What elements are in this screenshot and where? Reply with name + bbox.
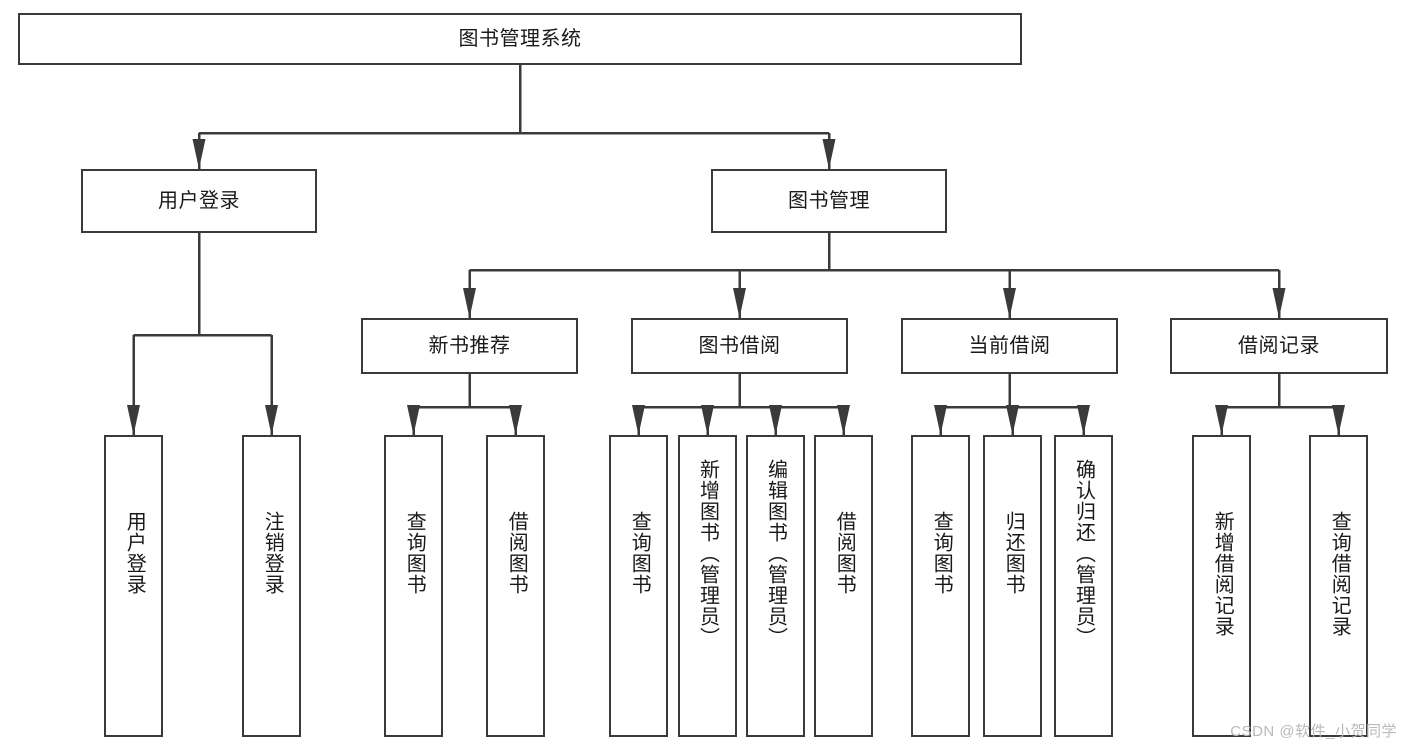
node-newbook[interactable]: 新书推荐 xyxy=(361,318,578,374)
node-label-l-logout: 注销登录 xyxy=(261,511,284,595)
node-login[interactable]: 用户登录 xyxy=(81,169,317,233)
node-l-bo-edit[interactable]: 编辑图书（管理员） xyxy=(746,435,805,737)
arrowhead-l-login xyxy=(127,405,140,435)
node-label-l-cu-confirm: 确认归还（管理员） xyxy=(1072,459,1095,648)
arrowhead-l-bo-lend xyxy=(837,405,850,435)
node-label-root: 图书管理系统 xyxy=(458,27,582,50)
arrowhead-newbook xyxy=(463,288,476,318)
node-label-l-bo-query: 查询图书 xyxy=(628,511,651,595)
node-label-newbook: 新书推荐 xyxy=(428,334,511,357)
arrowhead-l-logout xyxy=(265,405,278,435)
arrowhead-records xyxy=(1272,288,1286,318)
node-l-nb-query[interactable]: 查询图书 xyxy=(384,435,443,737)
node-l-nb-borrow[interactable]: 借阅图书 xyxy=(486,435,545,737)
arrowhead-l-re-add xyxy=(1215,405,1228,435)
node-label-records: 借阅记录 xyxy=(1238,334,1320,357)
node-l-re-query[interactable]: 查询借阅记录 xyxy=(1309,435,1368,737)
node-label-l-login: 用户登录 xyxy=(123,511,146,595)
arrowhead-l-nb-borrow xyxy=(509,405,522,435)
node-label-l-bo-edit: 编辑图书（管理员） xyxy=(764,459,787,648)
node-root[interactable]: 图书管理系统 xyxy=(18,13,1022,65)
node-l-re-add[interactable]: 新增借阅记录 xyxy=(1192,435,1251,737)
node-label-login: 用户登录 xyxy=(158,189,240,212)
node-l-login[interactable]: 用户登录 xyxy=(104,435,163,737)
arrowhead-l-cu-query xyxy=(934,405,947,435)
node-l-bo-lend[interactable]: 借阅图书 xyxy=(814,435,873,737)
arrowhead-l-cu-return xyxy=(1006,405,1019,435)
node-bookmgmt[interactable]: 图书管理 xyxy=(711,169,947,233)
node-l-bo-query[interactable]: 查询图书 xyxy=(609,435,668,737)
arrowhead-l-bo-add xyxy=(701,405,714,435)
arrowhead-l-re-query xyxy=(1332,405,1345,435)
arrowhead-l-nb-query xyxy=(407,405,420,435)
node-borrow[interactable]: 图书借阅 xyxy=(631,318,848,374)
watermark: CSDN @软件_小贺同学 xyxy=(1230,723,1397,740)
node-label-borrow: 图书借阅 xyxy=(698,334,781,357)
node-label-l-bo-add: 新增图书（管理员） xyxy=(696,459,719,648)
node-records[interactable]: 借阅记录 xyxy=(1170,318,1388,374)
arrowhead-l-cu-confirm xyxy=(1077,405,1090,435)
node-l-cu-confirm[interactable]: 确认归还（管理员） xyxy=(1054,435,1113,737)
node-l-bo-add[interactable]: 新增图书（管理员） xyxy=(678,435,737,737)
arrowhead-current xyxy=(1003,288,1016,318)
node-label-l-re-add: 新增借阅记录 xyxy=(1211,511,1234,637)
node-label-l-cu-query: 查询图书 xyxy=(930,511,953,595)
arrowhead-l-bo-query xyxy=(632,405,645,435)
arrowhead-bookmgmt xyxy=(822,139,836,169)
node-label-l-nb-borrow: 借阅图书 xyxy=(505,511,528,595)
node-current[interactable]: 当前借阅 xyxy=(901,318,1118,374)
arrowhead-login xyxy=(192,139,206,169)
node-label-l-bo-lend: 借阅图书 xyxy=(833,511,856,595)
node-l-logout[interactable]: 注销登录 xyxy=(242,435,301,737)
arrowhead-borrow xyxy=(733,288,746,318)
node-label-bookmgmt: 图书管理 xyxy=(788,189,870,212)
node-label-l-cu-return: 归还图书 xyxy=(1002,511,1025,595)
node-l-cu-query[interactable]: 查询图书 xyxy=(911,435,970,737)
node-label-l-re-query: 查询借阅记录 xyxy=(1328,511,1351,637)
node-l-cu-return[interactable]: 归还图书 xyxy=(983,435,1042,737)
arrowhead-l-bo-edit xyxy=(769,405,782,435)
node-label-current: 当前借阅 xyxy=(968,334,1051,357)
node-label-l-nb-query: 查询图书 xyxy=(403,511,426,595)
